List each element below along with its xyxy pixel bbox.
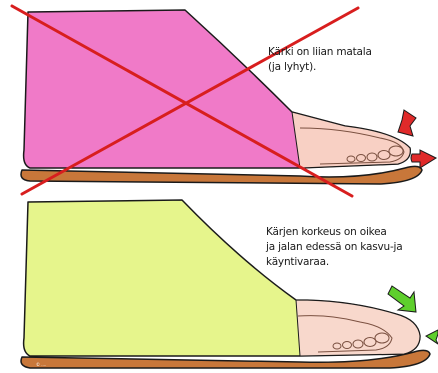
- bottom-caption-line: Kärjen korkeus on oikea: [266, 225, 403, 240]
- top-toe-area: [292, 112, 410, 168]
- top-caption-line: (ja lyhyt).: [268, 60, 372, 75]
- bottom-caption-line: käyntivaraa.: [266, 255, 403, 270]
- bottom-caption-line: ja jalan edessä on kasvu-ja: [266, 240, 403, 255]
- top-caption: Kärki on liian matala (ja lyhyt).: [268, 45, 372, 75]
- bottom-arrow-diagonal-icon: [388, 286, 416, 312]
- bottom-caption: Kärjen korkeus on oikea ja jalan edessä …: [266, 225, 403, 270]
- copyright-mark: © ....: [36, 362, 46, 367]
- bottom-arrow-left-icon: [426, 330, 438, 344]
- top-shoe-sole: [21, 166, 422, 184]
- top-caption-line: Kärki on liian matala: [268, 45, 372, 60]
- top-arrow-down-icon: [398, 110, 416, 136]
- top-panel: [12, 6, 436, 196]
- top-arrow-left-icon: [411, 150, 436, 168]
